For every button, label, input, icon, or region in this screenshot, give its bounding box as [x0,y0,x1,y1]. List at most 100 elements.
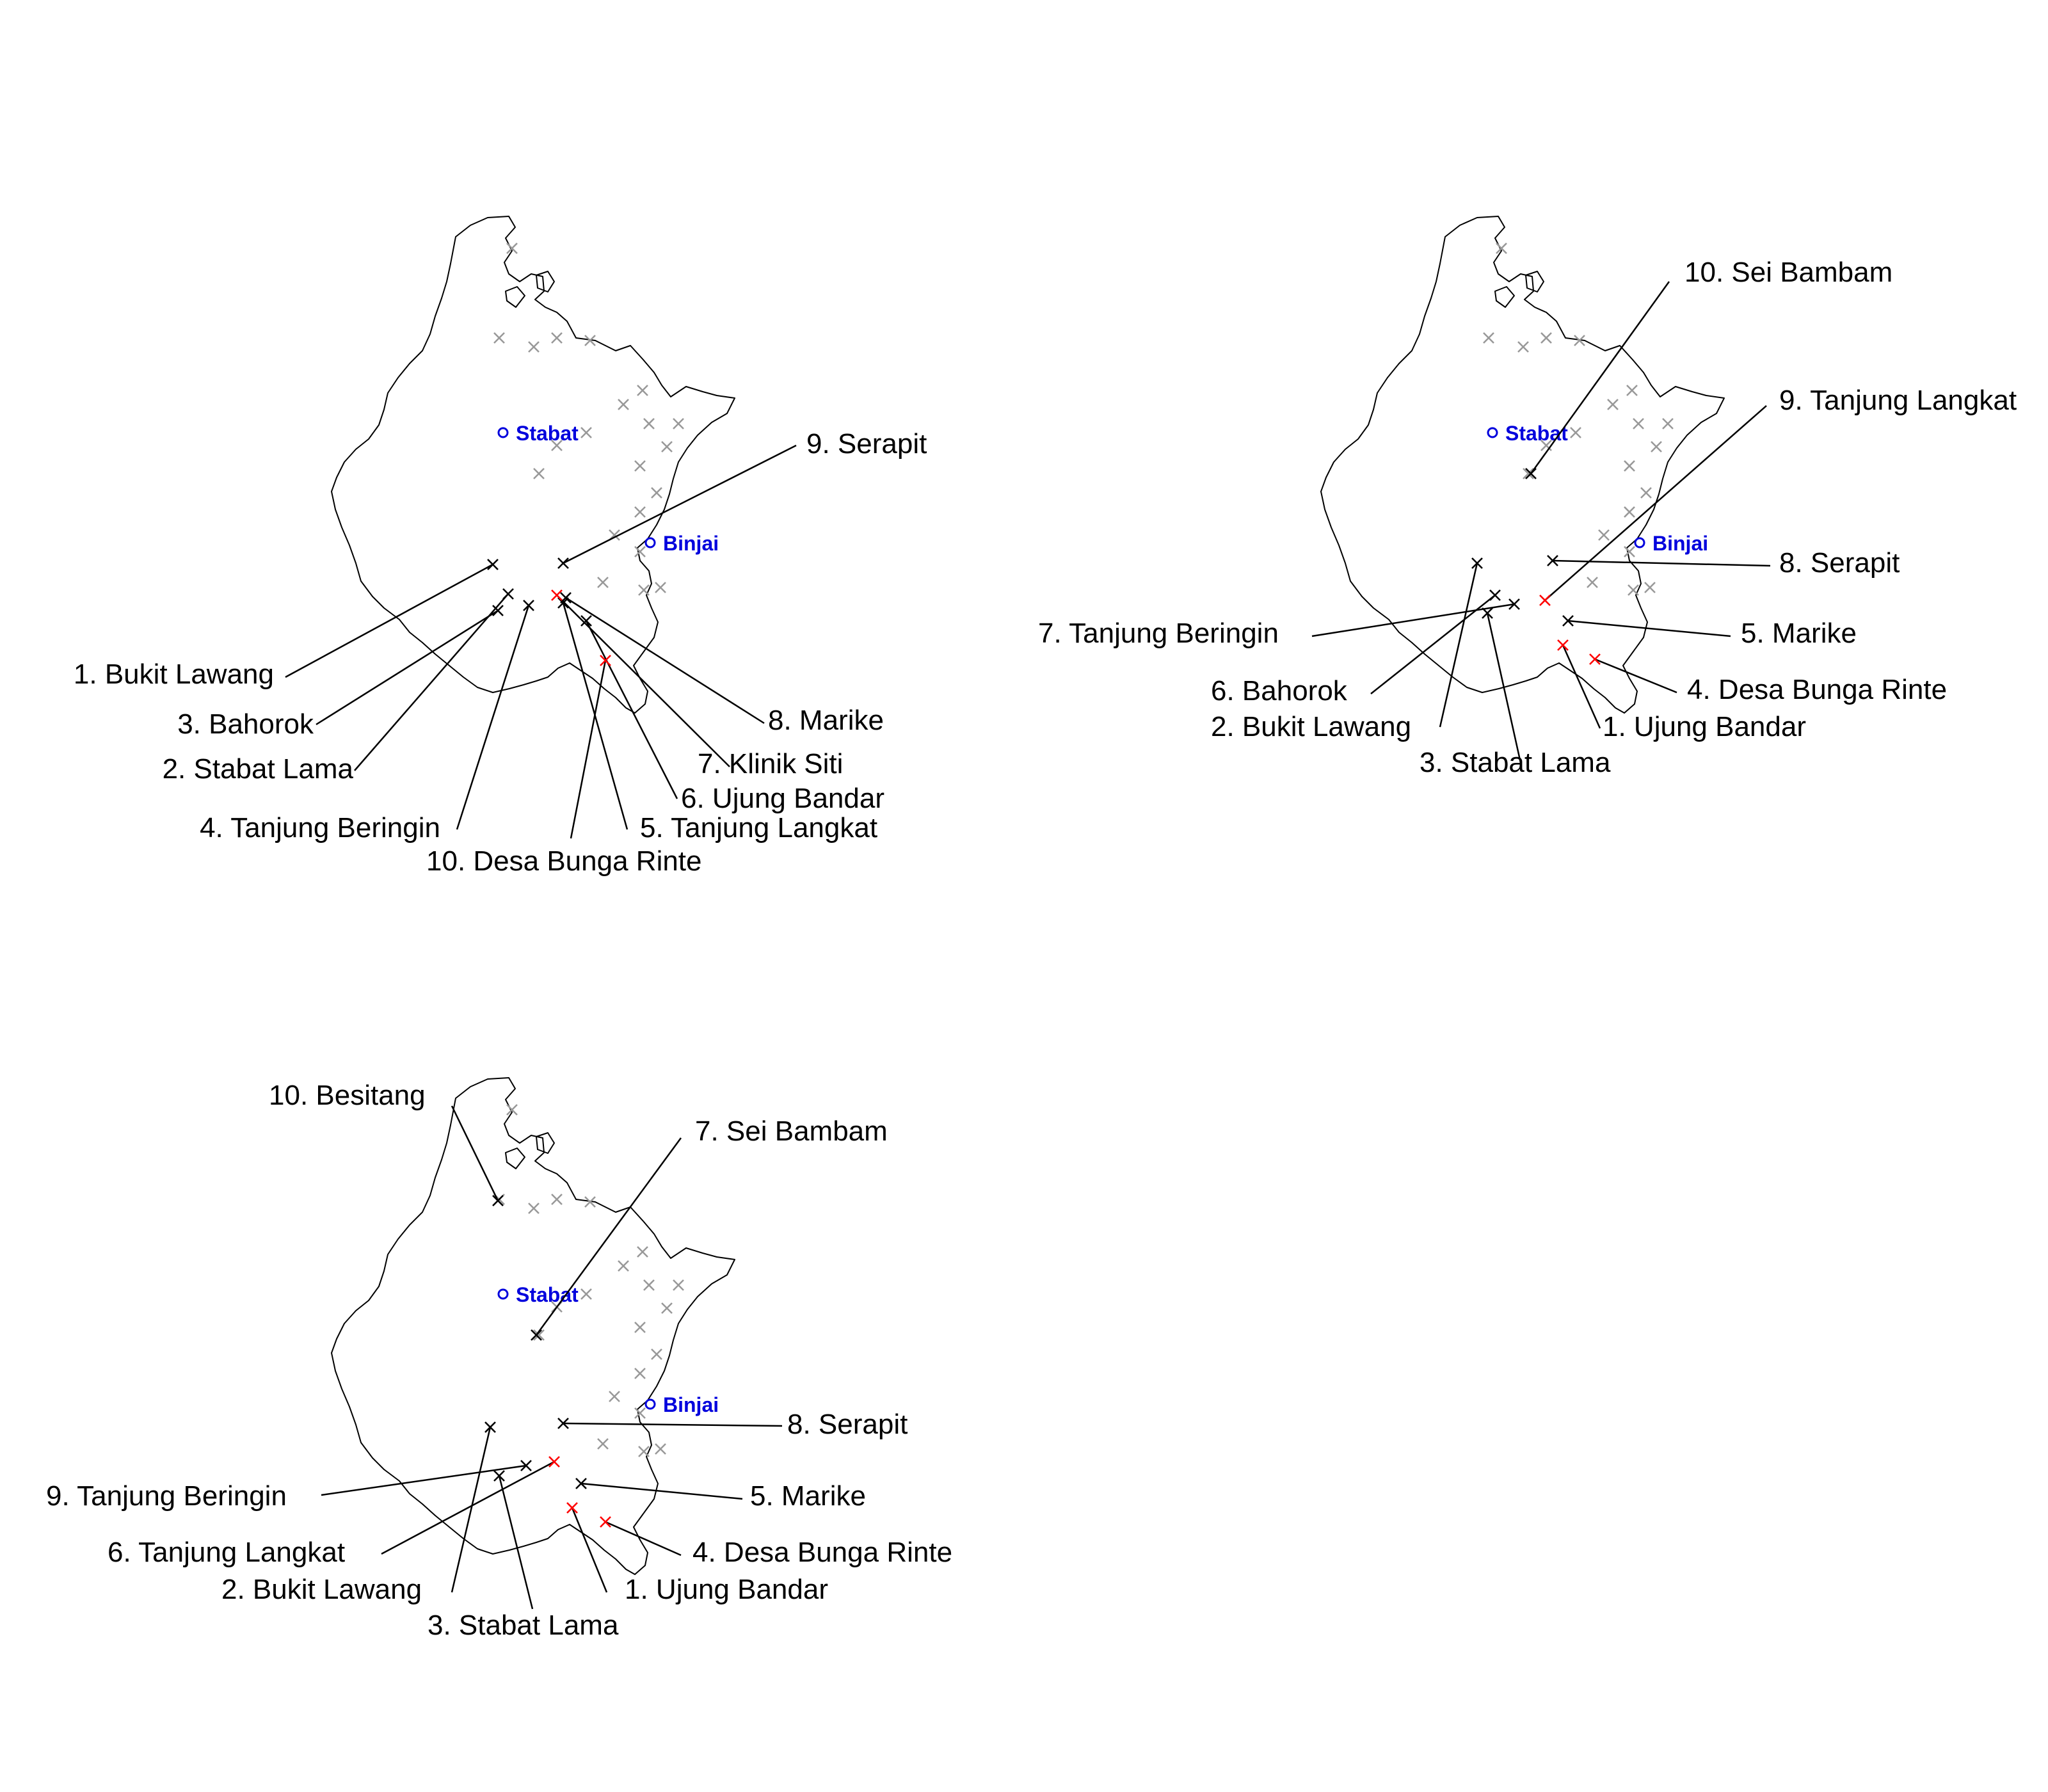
panel-2-leader-line [1567,620,1731,637]
panel-2-city-label: Binjai [1652,532,1708,555]
panel-3-city-marker [497,1288,509,1300]
panel-1-island-outline [536,271,555,292]
panel-2-site-label: 9. Tanjung Langkat [1779,385,2017,416]
panel-3-leader-line [498,1475,534,1610]
panel-1-background-site-marker [551,332,563,344]
panel-3-background-site-marker [634,1407,646,1419]
panel-2-background-site-marker [1587,577,1598,588]
panel-2-background-site-marker [1517,341,1529,353]
panel-2-site-label: 4. Desa Bunga Rinte [1687,674,1947,705]
panel-3-leader-line [563,1422,783,1427]
panel-2-site-label: 6. Bahorok [1211,675,1348,707]
panel-2-site-label: 2. Bukit Lawang [1211,711,1411,742]
panel-3-leader-line [580,1482,743,1500]
panel-1-background-site-marker [584,335,596,346]
panel-1-inlet-outline [505,286,525,308]
panel-1-leader-line [456,605,530,830]
panel-2-leader-line [1594,658,1677,694]
panel-3-site-marker [531,1329,542,1341]
panel-2-background-site-marker [1624,506,1635,518]
panel-1-site-label: 10. Desa Bunga Rinte [426,845,702,877]
panel-1-background-site-marker [638,584,650,596]
panel-3-site-label: 2. Bukit Lawang [221,1574,422,1605]
panel-1-city-marker [644,537,656,548]
panel-3-leader-line [535,1137,682,1336]
panel-1-site-marker [557,557,569,569]
panel-3-site-label: 10. Besitang [269,1080,426,1111]
panel-3-background-site-marker [506,1104,518,1116]
panel-1-leader-line [570,660,607,839]
panel-3-leader-line [451,1427,492,1593]
panel-3-site-marker [484,1421,496,1433]
panel-3-background-site-marker [634,1368,646,1379]
panel-1-background-site-marker [634,546,646,557]
panel-3-site-marker [566,1502,578,1514]
panel-3-site-marker [493,1470,505,1482]
panel-1-site-marker [600,655,611,666]
panel-3-site-marker [520,1460,532,1471]
panel-3-leader-line [571,1507,608,1593]
panel-1-leader-line [563,444,797,564]
panel-3-background-site-marker [651,1348,662,1360]
panel-2-background-site-marker [1483,332,1494,344]
panel-2-city-marker [1487,427,1498,438]
panel-3-leader-line [451,1105,499,1201]
panel-1-background-site-marker [597,577,609,588]
panel-3-background-site-marker [673,1279,684,1291]
panel-1-city-marker [497,427,509,438]
panel-2-background-site-marker [1662,418,1674,429]
panel-3-site-label: 7. Sei Bambam [695,1116,888,1147]
panel-2-background-site-marker [1570,427,1581,438]
panel-3-inlet-outline [505,1148,525,1169]
panel-1-site-label: 3. Bahorok [177,708,314,740]
panel-2-leader-line [1370,595,1496,694]
panel-3-region-outline [331,1077,735,1575]
panel-1-background-site-marker [618,399,629,410]
panel-2-background-site-marker [1523,468,1534,479]
panel-2-city-marker [1634,537,1645,548]
panel-3-background-site-marker [655,1443,666,1455]
panel-2-site-label: 8. Serapit [1779,547,1900,579]
panel-1-site-marker [492,605,504,616]
panel-3-background-site-marker [551,1194,563,1205]
panel-3-background-site-marker [584,1196,596,1208]
panel-3-site-marker [557,1418,569,1429]
panel-3-background-site-marker [618,1260,629,1272]
panel-2-site-marker [1525,468,1537,479]
panel-1-background-site-marker [637,385,648,396]
panel-2-background-site-marker [1624,460,1635,472]
panel-3-site-label: 9. Tanjung Beringin [46,1480,287,1512]
panel-3-background-site-marker [661,1302,673,1314]
panel-1-background-site-marker [673,418,684,429]
panel-3-site-label: 6. Tanjung Langkat [108,1537,345,1568]
panel-3-background-site-marker [597,1438,609,1450]
panel-1-background-site-marker [651,487,662,499]
panel-1-leader-line [285,563,493,678]
panel-1-site-label: 2. Stabat Lama [163,753,354,785]
panel-3-site-label: 4. Desa Bunga Rinte [692,1537,952,1568]
panel-2-background-site-marker [1574,335,1585,346]
panel-3-background-site-marker [533,1329,545,1341]
panel-3-city-label: Stabat [516,1283,579,1306]
panel-1-background-site-marker [533,468,545,479]
panel-1-site-label: 9. Serapit [806,428,927,460]
panel-3-site-label: 1. Ujung Bandar [625,1574,828,1605]
panel-2-site-marker [1557,639,1569,651]
panel-2-background-site-marker [1607,399,1619,410]
panel-1-site-marker [502,588,514,600]
panel-1-site-label: 4. Tanjung Beringin [200,812,440,844]
panel-3-leader-line [381,1460,555,1555]
panel-2-background-site-marker [1633,418,1644,429]
panel-1-background-site-marker [661,441,673,452]
panel-1-background-site-marker [493,332,505,344]
panel-3-background-site-marker [638,1446,650,1457]
panel-3-site-label: 8. Serapit [787,1409,908,1440]
panel-1-background-site-marker [634,506,646,518]
panel-3-background-site-marker [637,1246,648,1258]
panel-1-site-marker [560,592,572,604]
panel-3-site-marker [575,1478,587,1489]
panel-2-background-site-marker [1628,584,1639,596]
panel-1-background-site-marker [551,440,563,451]
